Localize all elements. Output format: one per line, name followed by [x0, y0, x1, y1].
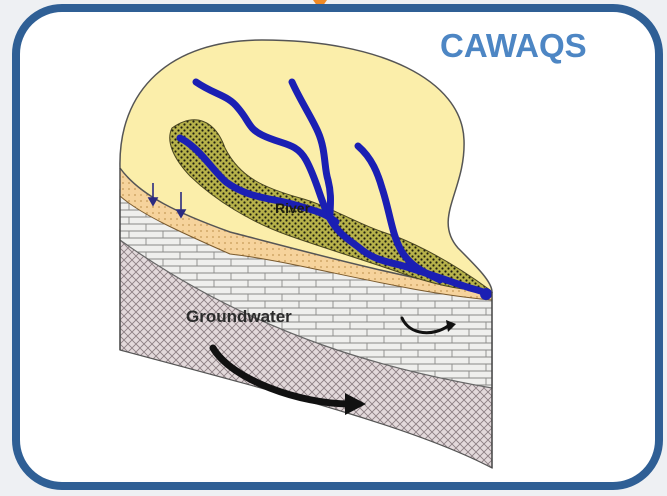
river-label: River [275, 200, 311, 216]
river-outlet [480, 288, 492, 300]
cawaqs-badge: CAWAQS [440, 27, 587, 64]
groundwater-label: Groundwater [186, 307, 292, 326]
